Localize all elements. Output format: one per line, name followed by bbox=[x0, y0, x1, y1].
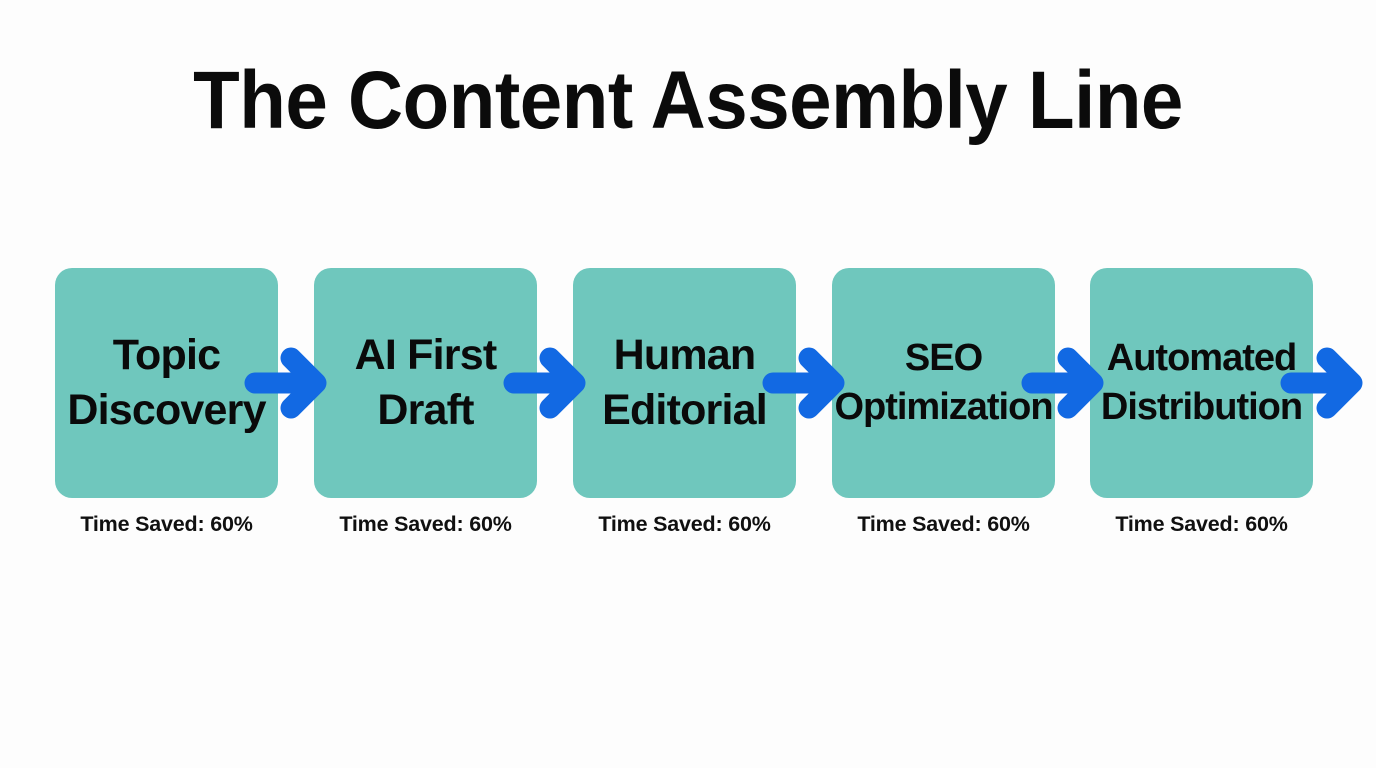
stage-caption-time-saved: Time Saved: 60% bbox=[857, 512, 1030, 536]
stage-caption-time-saved: Time Saved: 60% bbox=[1115, 512, 1288, 536]
stage-box[interactable]: Human Editorial bbox=[573, 268, 796, 498]
stage-label: Human Editorial bbox=[602, 330, 768, 434]
pipeline-stage-ai-first-draft[interactable]: AI First Draft Time Saved: 60% bbox=[314, 268, 537, 536]
pipeline-stage-topic-discovery[interactable]: Topic Discovery Time Saved: 60% bbox=[55, 268, 278, 536]
stage-box[interactable]: Automated Distribution bbox=[1090, 268, 1313, 498]
stage-label: Topic Discovery bbox=[67, 330, 266, 434]
pipeline-stage-human-editorial[interactable]: Human Editorial Time Saved: 60% bbox=[573, 268, 796, 536]
stage-label: SEO Optimization bbox=[834, 337, 1053, 428]
pipeline-stage-automated-distribution[interactable]: Automated Distribution Time Saved: 60% bbox=[1090, 268, 1313, 536]
page-title: The Content Assembly Line bbox=[193, 55, 1183, 146]
stage-caption-time-saved: Time Saved: 60% bbox=[598, 512, 771, 536]
pipeline-stage-seo-optimization[interactable]: SEO Optimization Time Saved: 60% bbox=[832, 268, 1055, 536]
stage-caption-time-saved: Time Saved: 60% bbox=[80, 512, 253, 536]
stage-box[interactable]: Topic Discovery bbox=[55, 268, 278, 498]
stage-box[interactable]: SEO Optimization bbox=[832, 268, 1055, 498]
stage-box[interactable]: AI First Draft bbox=[314, 268, 537, 498]
stage-label: Automated Distribution bbox=[1100, 337, 1303, 428]
stage-caption-time-saved: Time Saved: 60% bbox=[339, 512, 512, 536]
pipeline-flow: Topic Discovery Time Saved: 60% AI First… bbox=[55, 268, 1376, 536]
stage-label: AI First Draft bbox=[354, 330, 498, 434]
